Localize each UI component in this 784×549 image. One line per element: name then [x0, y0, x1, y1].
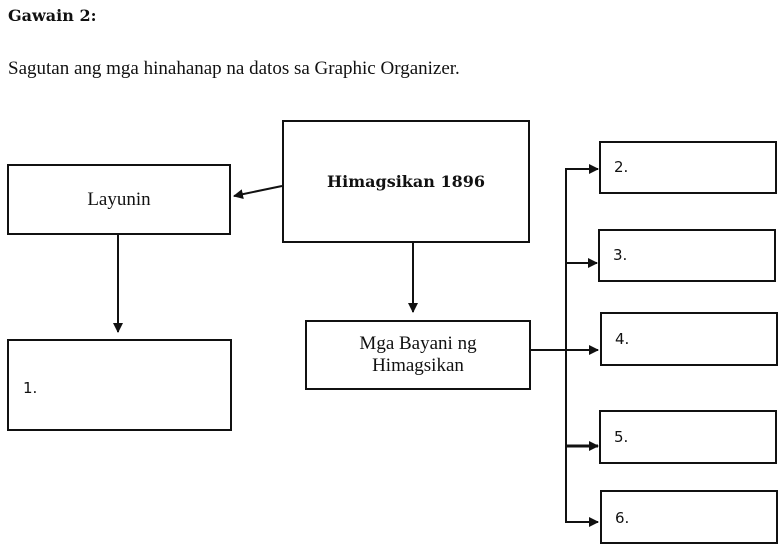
- answer-box-2[interactable]: 2.: [599, 141, 777, 194]
- activity-title: Gawain 2:: [8, 6, 97, 25]
- answer-number-5: 5.: [614, 428, 629, 446]
- answer-box-3[interactable]: 3.: [598, 229, 776, 282]
- answer-box-4[interactable]: 4.: [600, 312, 778, 366]
- layunin-label: Layunin: [87, 188, 151, 210]
- bayani-label-line2: Himagsikan: [372, 355, 464, 376]
- answer-number-1: 1.: [23, 379, 38, 397]
- central-topic-label: Himagsikan 1896: [327, 172, 485, 191]
- answer-box-5[interactable]: 5.: [599, 410, 777, 464]
- answer-number-3: 3.: [613, 246, 628, 264]
- answer-number-4: 4.: [615, 330, 630, 348]
- answer-number-6: 6.: [615, 509, 630, 527]
- bayani-label-line1: Mga Bayani ng: [359, 333, 477, 355]
- answer-box-6[interactable]: 6.: [600, 490, 778, 544]
- instruction-text: Sagutan ang mga hinahanap na datos sa Gr…: [8, 58, 460, 79]
- central-topic-box: Himagsikan 1896: [282, 120, 530, 243]
- bayani-box: Mga Bayani ng Himagsikan: [305, 320, 531, 390]
- answer-box-1[interactable]: 1.: [7, 339, 232, 431]
- layunin-box: Layunin: [7, 164, 231, 235]
- answer-number-2: 2.: [614, 158, 629, 176]
